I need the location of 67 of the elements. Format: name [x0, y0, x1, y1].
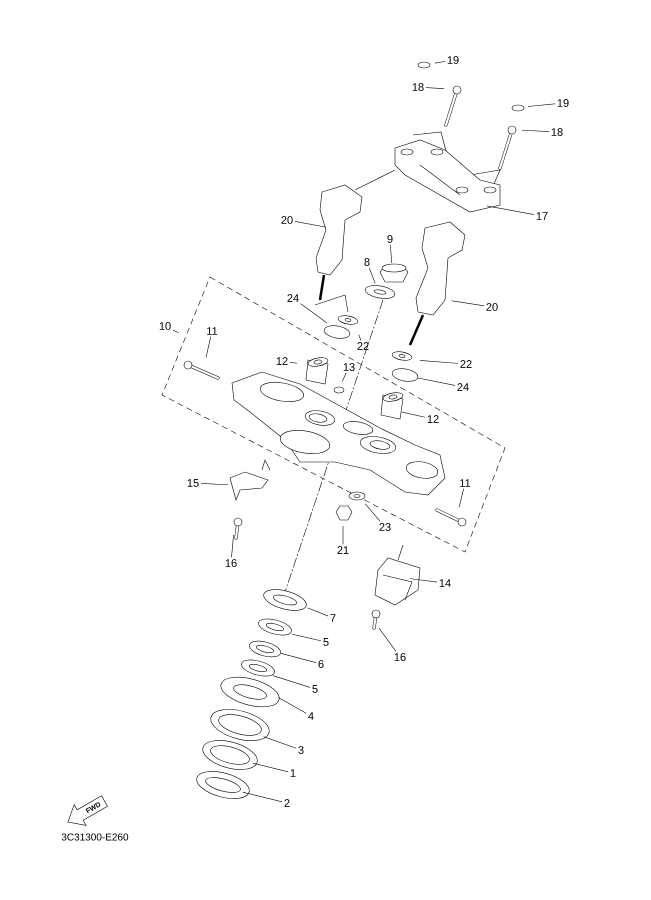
leader-line — [294, 221, 326, 228]
callout-number: 14 — [440, 579, 451, 587]
leader-line — [522, 130, 550, 132]
callout-number: 20 — [486, 303, 498, 311]
leader-line — [426, 87, 444, 89]
callout-number: 13 — [344, 363, 355, 371]
callout-number: 23 — [379, 523, 391, 531]
callout-number: 17 — [536, 212, 548, 220]
leader-line — [420, 360, 458, 364]
callout-number: 2 — [284, 799, 290, 807]
leader-line — [172, 330, 179, 334]
leader-line — [242, 792, 282, 802]
leader-line — [307, 608, 328, 616]
callout-number: 5 — [312, 685, 318, 693]
leader-line — [231, 534, 234, 558]
callout-number: 24 — [287, 294, 299, 302]
callout-number: 19 — [558, 99, 569, 107]
callout-number: 7 — [330, 614, 336, 622]
callout-number: 9 — [387, 235, 393, 243]
callout-number: 22 — [357, 342, 369, 350]
callout-number: 5 — [323, 638, 329, 646]
callout-number: 6 — [318, 660, 324, 668]
leader-line — [390, 244, 392, 264]
callout-number: 21 — [337, 546, 349, 554]
callout-number: 8 — [364, 258, 370, 266]
callout-number: 15 — [188, 479, 199, 487]
leader-line — [410, 578, 438, 582]
leader-line — [252, 762, 288, 772]
callout-number: 12 — [276, 357, 288, 365]
callout-number: 16 — [394, 653, 406, 661]
leader-line — [292, 634, 322, 642]
leader-line — [290, 362, 298, 364]
leader-line — [368, 267, 376, 284]
callout-number: 22 — [460, 360, 472, 368]
leader-line — [280, 653, 316, 663]
reference-code: 3C31300-E260 — [62, 833, 128, 841]
leader-line — [364, 504, 380, 522]
callout-number: 18 — [552, 128, 563, 136]
leader-line — [402, 412, 426, 418]
leader-line — [342, 526, 344, 545]
callout-number: 12 — [428, 415, 439, 423]
callout-number: 20 — [281, 216, 293, 224]
leader-line — [434, 61, 446, 64]
leader-line — [378, 628, 396, 652]
callout-number: 18 — [412, 83, 424, 91]
leader-line — [486, 206, 534, 215]
callout-number: 11 — [207, 327, 218, 335]
callout-number: 3 — [298, 746, 304, 754]
callout-number: 11 — [460, 479, 470, 487]
leader-line — [458, 488, 464, 508]
leader-line — [278, 697, 306, 714]
callout-number: 16 — [226, 559, 237, 567]
leader-line — [272, 675, 310, 688]
leader-line — [452, 300, 484, 306]
leader-line — [342, 372, 347, 382]
leader-line — [528, 104, 556, 107]
leader-line — [200, 483, 228, 486]
callout-number: 1 — [290, 769, 296, 777]
callout-number: 4 — [308, 712, 314, 720]
leader-line — [263, 736, 296, 749]
leader-line — [358, 334, 362, 341]
callout-number: 10 — [160, 322, 171, 330]
leader-line — [206, 336, 212, 358]
leader-line — [300, 303, 328, 324]
leader-line — [418, 378, 456, 386]
callout-number: 24 — [457, 383, 469, 391]
callout-number: 19 — [448, 56, 459, 64]
